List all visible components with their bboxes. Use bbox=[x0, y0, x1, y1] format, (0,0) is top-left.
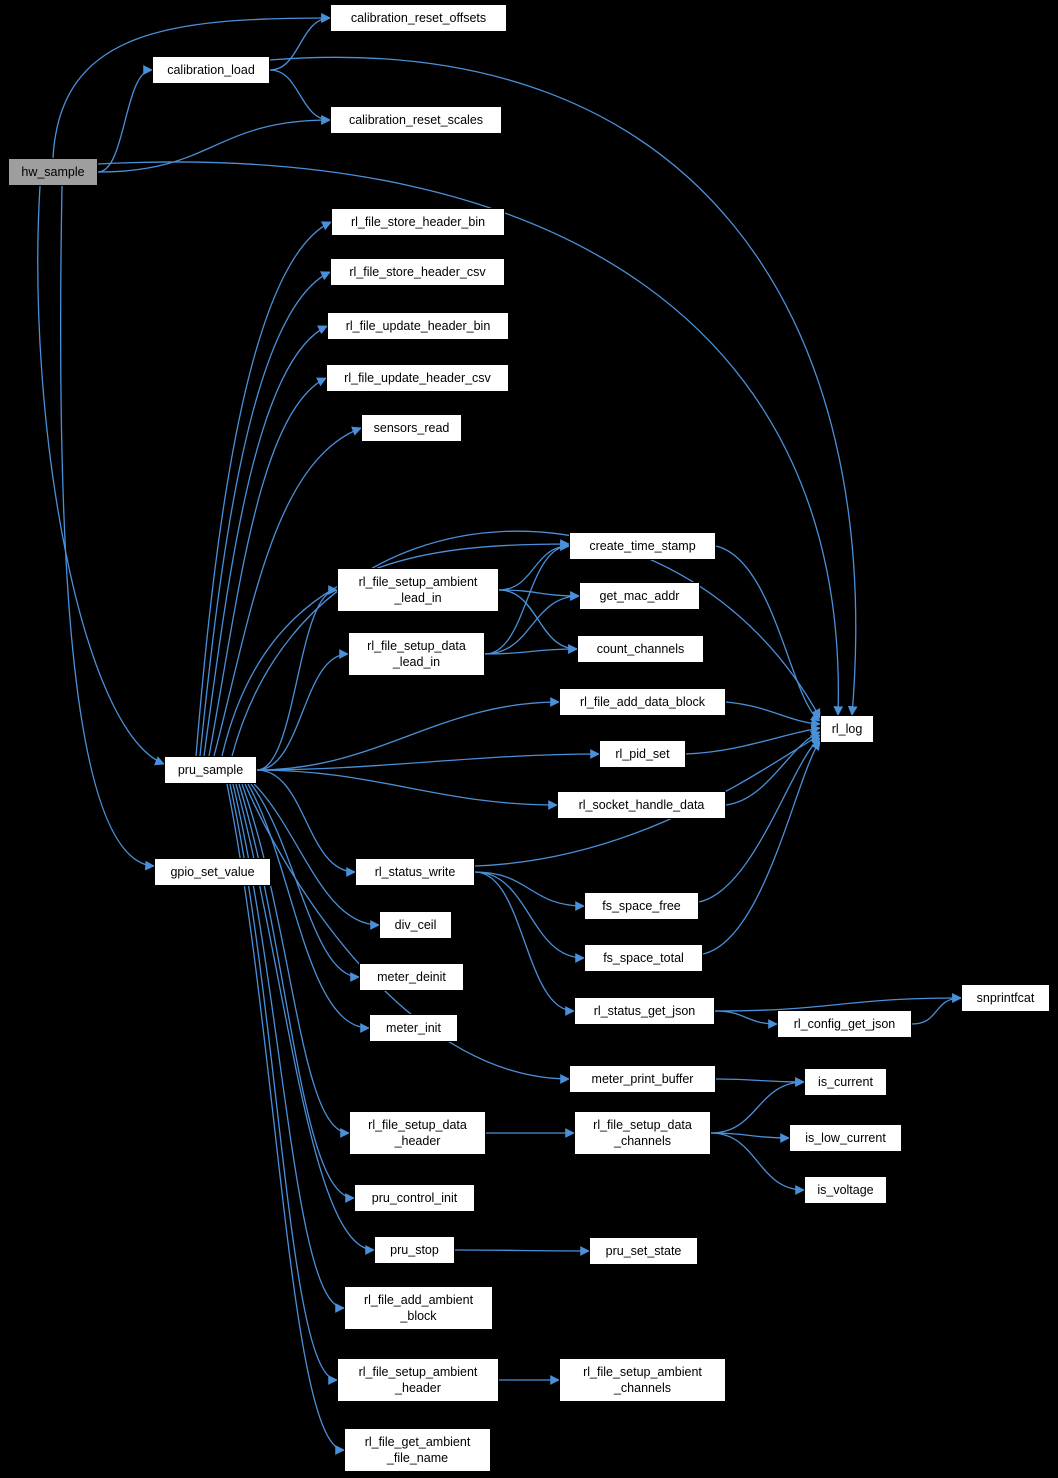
edge-rl_status_write-fs_space_total bbox=[474, 871, 585, 963]
edge-rl_file_setup_ambient_lead_in-count_channels bbox=[498, 589, 578, 654]
node-rl_file_update_header_csv[interactable]: rl_file_update_header_csv bbox=[326, 364, 509, 392]
node-div_ceil[interactable]: div_ceil bbox=[379, 911, 452, 939]
node-count_channels[interactable]: count_channels bbox=[577, 635, 704, 663]
edge-rl_pid_set-rl_log bbox=[685, 724, 821, 755]
edge-pru_sample-rl_file_setup_data_lead_in bbox=[256, 649, 349, 771]
edge-pru_sample-rl_log bbox=[231, 530, 821, 757]
edge-hw_sample-calibration_load bbox=[97, 65, 153, 173]
node-meter_print_buffer[interactable]: meter_print_buffer bbox=[569, 1065, 716, 1093]
node-pru_control_init[interactable]: pru_control_init bbox=[354, 1184, 475, 1212]
edge-hw_sample-rl_log bbox=[97, 161, 844, 716]
node-rl_file_get_ambient_file_name[interactable]: rl_file_get_ambient _file_name bbox=[344, 1428, 491, 1472]
node-calibration_load[interactable]: calibration_load bbox=[152, 56, 270, 84]
node-rl_file_setup_data_header[interactable]: rl_file_setup_data _header bbox=[349, 1111, 486, 1155]
node-rl_file_setup_data_lead_in[interactable]: rl_file_setup_data _lead_in bbox=[348, 632, 485, 676]
edge-rl_file_setup_data_lead_in-get_mac_addr bbox=[484, 591, 580, 655]
node-create_time_stamp[interactable]: create_time_stamp bbox=[569, 532, 716, 560]
node-rl_file_add_ambient_block[interactable]: rl_file_add_ambient _block bbox=[344, 1286, 493, 1330]
node-rl_file_store_header_csv[interactable]: rl_file_store_header_csv bbox=[330, 258, 505, 286]
node-gpio_set_value[interactable]: gpio_set_value bbox=[154, 858, 271, 886]
edge-hw_sample-calibration_reset_scales bbox=[97, 115, 331, 173]
node-meter_init[interactable]: meter_init bbox=[369, 1014, 458, 1042]
edge-pru_sample-pru_stop bbox=[235, 783, 375, 1255]
edge-pru_sample-pru_control_init bbox=[238, 783, 355, 1203]
edge-rl_status_get_json-snprintfcat bbox=[714, 993, 962, 1012]
node-rl_file_update_header_bin[interactable]: rl_file_update_header_bin bbox=[327, 312, 509, 340]
node-rl_file_setup_ambient_lead_in[interactable]: rl_file_setup_ambient _lead_in bbox=[337, 568, 499, 612]
node-hw_sample[interactable]: hw_sample bbox=[8, 158, 98, 186]
node-calibration_reset_scales[interactable]: calibration_reset_scales bbox=[330, 106, 502, 134]
edge-rl_file_setup_data_lead_in-count_channels bbox=[484, 644, 578, 655]
edge-pru_sample-meter_init bbox=[247, 783, 370, 1033]
node-pru_set_state[interactable]: pru_set_state bbox=[589, 1237, 698, 1265]
edge-pru_sample-rl_file_get_ambient_file_name bbox=[226, 783, 345, 1455]
edge-pru_sample-rl_file_setup_data_header bbox=[241, 783, 350, 1138]
edge-rl_file_setup_data_lead_in-create_time_stamp bbox=[484, 541, 570, 655]
edge-pru_sample-sensors_read bbox=[213, 426, 362, 757]
edge-rl_file_add_data_block-rl_log bbox=[725, 701, 821, 729]
edge-rl_file_setup_data_channels-is_low_current bbox=[710, 1132, 790, 1143]
edge-hw_sample-calibration_reset_offsets bbox=[52, 13, 331, 159]
edge-pru_stop-pru_set_state bbox=[454, 1246, 590, 1256]
node-rl_file_setup_data_channels[interactable]: rl_file_setup_data _channels bbox=[574, 1111, 711, 1155]
edge-create_time_stamp-rl_log bbox=[715, 545, 821, 722]
edge-meter_print_buffer-is_current bbox=[715, 1077, 805, 1087]
edge-pru_sample-div_ceil bbox=[253, 783, 380, 930]
edge-fs_space_total-rl_log bbox=[702, 740, 821, 955]
node-is_voltage[interactable]: is_voltage bbox=[804, 1176, 887, 1204]
edge-rl_status_write-rl_status_get_json bbox=[474, 871, 575, 1016]
node-rl_config_get_json[interactable]: rl_config_get_json bbox=[777, 1010, 912, 1038]
node-fs_space_free[interactable]: fs_space_free bbox=[584, 892, 699, 920]
edge-pru_sample-rl_socket_handle_data bbox=[256, 769, 558, 810]
edge-rl_file_setup_ambient_lead_in-create_time_stamp bbox=[498, 541, 570, 591]
edge-hw_sample-gpio_set_value bbox=[59, 185, 155, 871]
node-rl_socket_handle_data[interactable]: rl_socket_handle_data bbox=[557, 791, 726, 819]
edge-calibration_load-calibration_reset_offsets bbox=[269, 13, 331, 71]
node-rl_file_setup_ambient_channels[interactable]: rl_file_setup_ambient _channels bbox=[559, 1358, 726, 1402]
edge-pru_sample-rl_file_update_header_bin bbox=[203, 325, 328, 757]
node-sensors_read[interactable]: sensors_read bbox=[361, 414, 462, 442]
edge-rl_config_get_json-snprintfcat bbox=[911, 993, 962, 1025]
edge-hw_sample-pru_sample bbox=[37, 185, 165, 766]
node-rl_file_store_header_bin[interactable]: rl_file_store_header_bin bbox=[331, 208, 505, 236]
node-pru_stop[interactable]: pru_stop bbox=[374, 1236, 455, 1264]
node-calibration_reset_offsets[interactable]: calibration_reset_offsets bbox=[330, 4, 507, 32]
edge-pru_sample-rl_file_add_data_block bbox=[256, 697, 560, 771]
node-rl_status_write[interactable]: rl_status_write bbox=[355, 858, 475, 886]
edge-rl_file_setup_data_channels-is_voltage bbox=[710, 1132, 805, 1195]
node-fs_space_total[interactable]: fs_space_total bbox=[584, 944, 703, 972]
edge-pru_sample-rl_file_update_header_csv bbox=[208, 377, 327, 757]
node-rl_status_get_json[interactable]: rl_status_get_json bbox=[574, 997, 715, 1025]
node-snprintfcat[interactable]: snprintfcat bbox=[961, 984, 1050, 1012]
node-is_current[interactable]: is_current bbox=[804, 1068, 887, 1096]
edge-calibration_load-rl_log bbox=[269, 56, 858, 716]
edge-pru_sample-rl_file_store_header_bin bbox=[195, 221, 332, 757]
node-is_low_current[interactable]: is_low_current bbox=[789, 1124, 902, 1152]
edge-pru_sample-rl_pid_set bbox=[256, 749, 600, 771]
edge-pru_sample-rl_status_write bbox=[256, 769, 356, 877]
node-rl_pid_set[interactable]: rl_pid_set bbox=[599, 740, 686, 768]
edge-pru_sample-rl_file_store_header_csv bbox=[199, 271, 331, 757]
edge-rl_file_setup_ambient_lead_in-get_mac_addr bbox=[498, 589, 580, 601]
edge-fs_space_free-rl_log bbox=[698, 737, 821, 903]
edge-pru_sample-meter_deinit bbox=[250, 783, 360, 982]
node-rl_file_add_data_block[interactable]: rl_file_add_data_block bbox=[559, 688, 726, 716]
edge-pru_sample-rl_file_setup_ambient_header bbox=[229, 783, 338, 1385]
edge-rl_file_setup_data_channels-is_current bbox=[710, 1077, 805, 1134]
edge-pru_sample-rl_file_setup_ambient_lead_in bbox=[256, 585, 338, 771]
edge-rl_status_write-fs_space_free bbox=[474, 871, 585, 911]
node-meter_deinit[interactable]: meter_deinit bbox=[359, 963, 464, 991]
node-rl_file_setup_ambient_header[interactable]: rl_file_setup_ambient _header bbox=[337, 1358, 499, 1402]
node-get_mac_addr[interactable]: get_mac_addr bbox=[579, 582, 700, 610]
edge-calibration_load-calibration_reset_scales bbox=[269, 69, 331, 125]
node-pru_sample[interactable]: pru_sample bbox=[164, 756, 257, 784]
edge-rl_status_get_json-rl_config_get_json bbox=[714, 1010, 778, 1029]
node-rl_log[interactable]: rl_log bbox=[820, 715, 874, 743]
